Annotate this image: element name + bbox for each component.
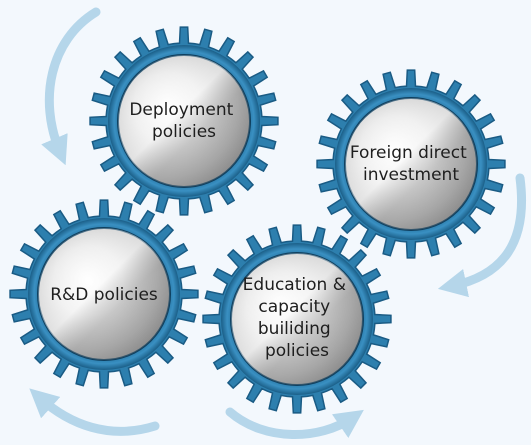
gear-education-line-2: capacity <box>258 297 330 317</box>
gear-rnd-label: R&D policies <box>50 285 158 305</box>
gear-rnd-sheen <box>38 228 170 360</box>
arrow-top-left <box>41 7 101 166</box>
gear-rnd-line-1: R&D policies <box>50 285 158 305</box>
gear-fdi-label: Foreign direct investment <box>350 143 472 185</box>
gear-education-line-3: builiding <box>258 319 331 339</box>
gear-education-line-1: Education & <box>243 275 346 295</box>
gear-deployment: Deployment policies <box>89 26 279 216</box>
gear-education-line-4: policies <box>265 341 329 361</box>
gear-education-label: Education & capacity builiding policies <box>243 275 352 361</box>
gear-fdi: Foreign direct investment <box>316 69 506 259</box>
arrow-right <box>437 173 526 298</box>
gear-fdi-line-1: Foreign direct <box>350 143 467 163</box>
arrow-bottom-left <box>29 388 160 436</box>
cycle-arrows <box>29 7 526 439</box>
gear-deployment-label: Deployment policies <box>129 100 238 142</box>
gear-education: Education & capacity builiding policies <box>202 224 392 414</box>
arrow-bottom-right <box>225 407 364 439</box>
gear-rnd: R&D policies <box>9 199 199 389</box>
gear-education-sheen <box>231 253 363 385</box>
gear-fdi-sheen <box>345 98 477 230</box>
gear-deployment-line-1: Deployment <box>129 100 233 120</box>
gear-fdi-line-2: investment <box>363 165 459 185</box>
gear-deployment-line-2: policies <box>152 122 216 142</box>
gear-deployment-sheen <box>118 55 250 187</box>
